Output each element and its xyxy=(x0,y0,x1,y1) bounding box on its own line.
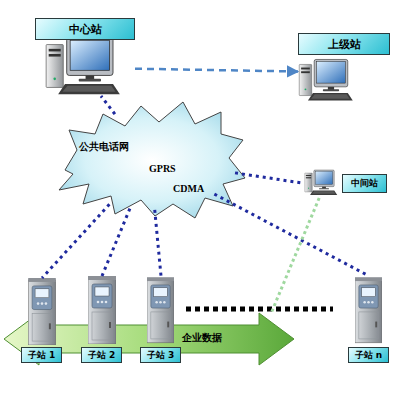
upper-computer xyxy=(299,59,353,100)
cloud-shape xyxy=(59,102,245,218)
station-label: 子站 n xyxy=(355,351,383,360)
network-label: GPRS xyxy=(149,164,176,174)
substation-cabinet xyxy=(28,278,56,345)
center-computer xyxy=(46,38,120,95)
substation-node: 子站 n xyxy=(348,276,390,363)
station-label: 子站 1 xyxy=(28,351,55,360)
network-label: CDMA xyxy=(173,184,204,194)
station-node: 中心站 xyxy=(35,18,135,96)
network-label: 公共电话网 xyxy=(79,142,129,152)
middle-computer xyxy=(305,170,337,195)
band-shape xyxy=(4,313,294,365)
network-cloud: 公共电话网 GPRS CDMA xyxy=(55,100,245,220)
station-label: 中心站 xyxy=(69,24,102,35)
substation-node: 子站 2 xyxy=(81,276,123,363)
network-link xyxy=(102,209,130,276)
substation-node: 子站 3 xyxy=(140,276,182,363)
station-node: 中间站 xyxy=(302,168,388,198)
network-link xyxy=(214,194,369,276)
cloud-outline xyxy=(55,100,245,220)
substation-cabinet xyxy=(147,277,174,343)
substation-cabinet xyxy=(88,276,116,344)
label-box: 上级站 xyxy=(298,33,390,55)
network-link xyxy=(42,204,109,278)
network-link xyxy=(155,210,161,276)
network-link xyxy=(235,173,302,183)
substation-node: 子站 1 xyxy=(21,278,63,363)
label-box: 子站 1 xyxy=(21,347,62,363)
label-box: 中心站 xyxy=(35,18,135,40)
station-node: 上级站 xyxy=(298,33,390,103)
label-box: 子站 n xyxy=(348,347,389,363)
ellipsis-dashes xyxy=(186,307,333,312)
substation-cabinet xyxy=(355,277,382,343)
network-link xyxy=(101,96,115,114)
station-label: 上级站 xyxy=(328,39,361,50)
report-arrow xyxy=(135,69,298,72)
station-label: 子站 2 xyxy=(88,351,115,360)
local-link xyxy=(271,198,319,313)
station-label: 中间站 xyxy=(351,179,378,188)
band-label: 企业数据 xyxy=(182,333,222,343)
label-box: 子站 2 xyxy=(81,347,122,363)
label-box: 中间站 xyxy=(342,174,387,193)
station-label: 子站 3 xyxy=(147,351,174,360)
label-box: 子站 3 xyxy=(140,347,181,363)
